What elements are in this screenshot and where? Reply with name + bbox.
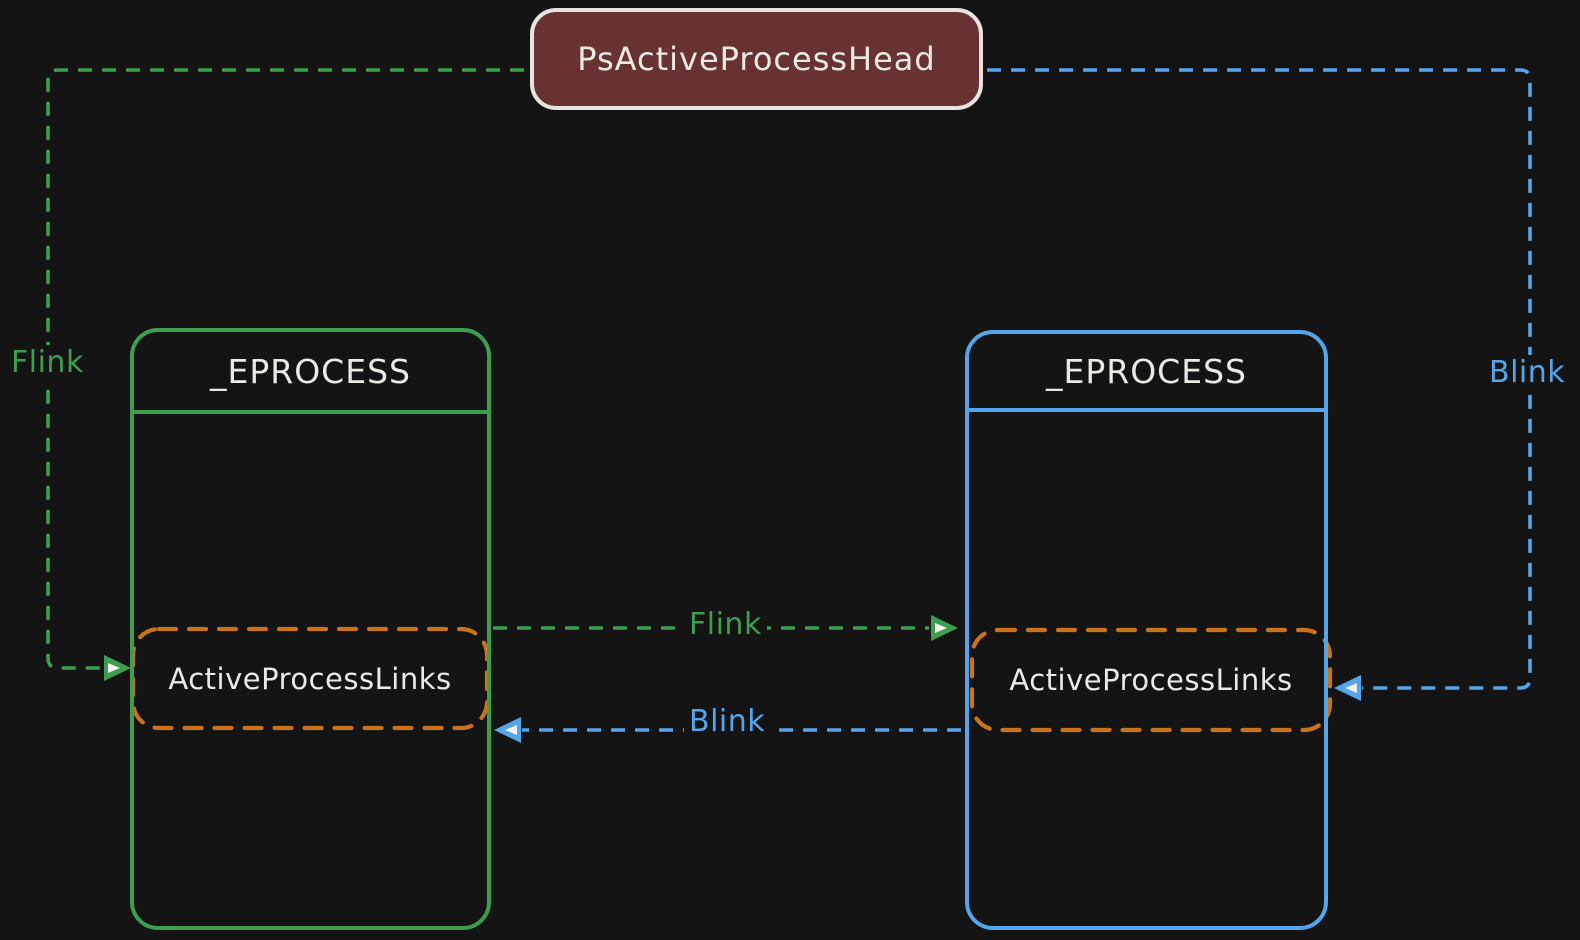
left-active-process-links-label: ActiveProcessLinks — [133, 629, 487, 728]
blink-head-edge-label: Blink — [1484, 355, 1571, 390]
flink-mid-arrowhead-inner — [935, 623, 947, 633]
right-active-process-links-box — [969, 627, 1333, 733]
left-active-process-links-text: ActiveProcessLinks — [168, 661, 452, 696]
flink-head-edge-label: Flink — [6, 345, 89, 380]
flink-head-arrowhead-inner — [108, 663, 120, 673]
eprocess-right-header: _EPROCESS — [969, 334, 1324, 412]
eprocess-left-header: _EPROCESS — [134, 332, 487, 414]
eprocess-left-title: _EPROCESS — [210, 351, 411, 391]
ps-active-process-head-label: PsActiveProcessHead — [577, 40, 936, 78]
right-active-process-links-label: ActiveProcessLinks — [972, 630, 1330, 730]
right-active-process-links-text: ActiveProcessLinks — [1009, 663, 1293, 697]
eprocess-node-right: _EPROCESS — [965, 330, 1328, 930]
eprocess-right-title: _EPROCESS — [1046, 351, 1247, 391]
flink-mid-edge-label: Flink — [684, 607, 767, 642]
ps-active-process-head-node: PsActiveProcessHead — [530, 8, 983, 110]
blink-head-arrowhead-inner — [1345, 683, 1357, 693]
blink-mid-arrowhead-inner — [505, 725, 517, 735]
eprocess-node-left: _EPROCESS — [130, 328, 491, 930]
blink-mid-edge-label: Blink — [684, 704, 771, 739]
